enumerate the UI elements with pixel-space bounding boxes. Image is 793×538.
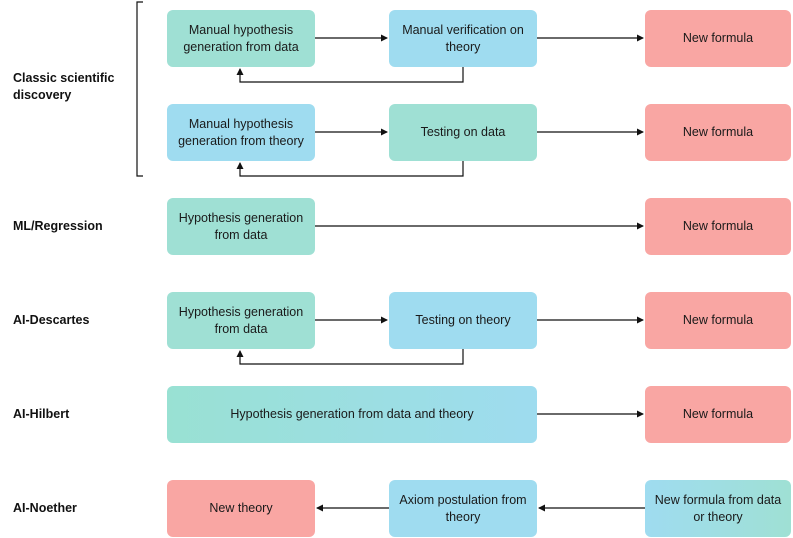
classic-b-testing-box: Testing on data <box>389 104 537 161</box>
classic-a-verification-box: Manual verification on theory <box>389 10 537 67</box>
noether-formula-box: New formula from data or theory <box>645 480 791 537</box>
ml-formula-box: New formula <box>645 198 791 255</box>
row-label-ai-hilbert: AI-Hilbert <box>13 407 70 421</box>
feedback-classic-b <box>236 161 464 177</box>
row-label-ai-descartes: AI-Descartes <box>13 313 90 327</box>
row-label-classic: Classic scientific discovery <box>13 71 115 102</box>
noether-axiom-box: Axiom postulation from theory <box>389 480 537 537</box>
descartes-formula-box: New formula <box>645 292 791 349</box>
hilbert-formula-box: New formula <box>645 386 791 443</box>
classic-group-brace <box>136 1 143 177</box>
ml-hypothesis-box: Hypothesis generation from data <box>167 198 315 255</box>
classic-b-formula-box: New formula <box>645 104 791 161</box>
row-label-ai-noether: AI-Noether <box>13 501 77 515</box>
classic-a-hypothesis-box: Manual hypothesis generation from data <box>167 10 315 67</box>
feedback-descartes <box>236 349 464 365</box>
hilbert-hypothesis-box: Hypothesis generation from data and theo… <box>167 386 537 443</box>
feedback-classic-a <box>236 67 464 83</box>
classic-b-hypothesis-box: Manual hypothesis generation from theory <box>167 104 315 161</box>
noether-theory-box: New theory <box>167 480 315 537</box>
row-label-ml-regression: ML/Regression <box>13 219 103 233</box>
classic-a-formula-box: New formula <box>645 10 791 67</box>
descartes-testing-box: Testing on theory <box>389 292 537 349</box>
descartes-hypothesis-box: Hypothesis generation from data <box>167 292 315 349</box>
